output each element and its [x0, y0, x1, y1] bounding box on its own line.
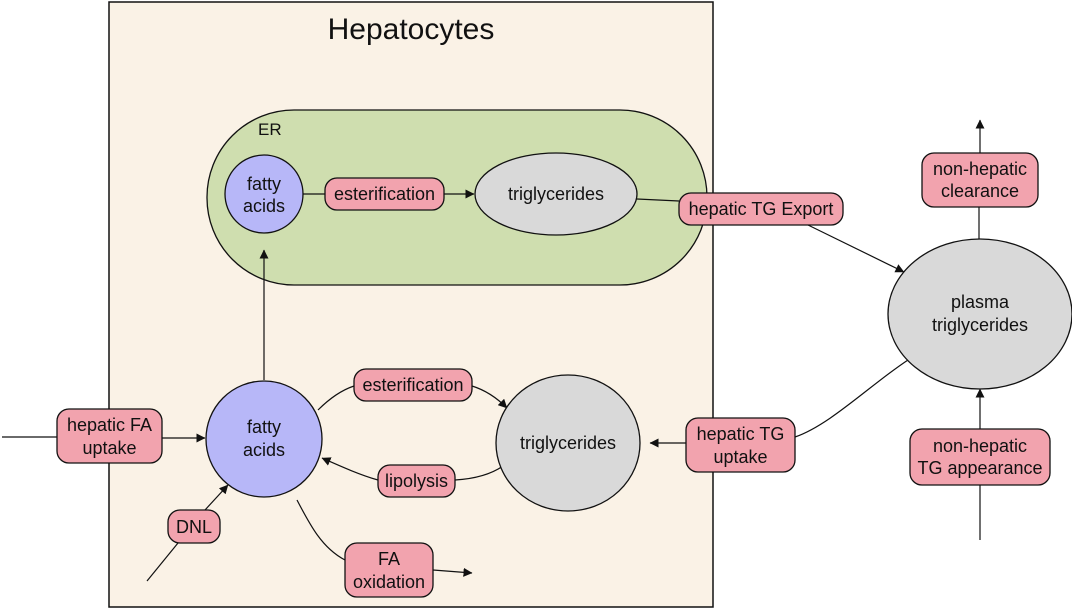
edge-dnl-in: [146, 542, 179, 582]
edge-fa-cyto-to-esterification: [317, 385, 355, 411]
hepatic-tg-uptake-label-2: uptake: [713, 447, 767, 467]
hepatocyte-compartment: [108, 1, 714, 608]
fatty-acids-cyto-label-2: acids: [243, 440, 285, 460]
triglycerides-er-label: triglycerides: [508, 184, 604, 204]
fa-oxidation-process: FA oxidation: [344, 542, 434, 598]
edge-esterification-to-tg-cyto: [471, 385, 508, 409]
esterification-cyto-label: esterification: [362, 375, 463, 395]
edge-oxidation-out: [432, 567, 473, 577]
dnl-label: DNL: [176, 517, 212, 537]
fatty-acids-cyto-node: fatty acids: [205, 380, 323, 498]
hepatic-tg-uptake-label-1: hepatic TG: [697, 424, 785, 444]
fatty-acids-er-node: fatty acids: [224, 154, 304, 234]
hepatic-fa-uptake-process: hepatic FA uptake: [56, 408, 163, 464]
non-hepatic-clearance-process: non-hepatic clearance: [921, 152, 1039, 208]
esterification-cyto-process: esterification: [353, 368, 473, 402]
edge-lipolysis-to-fa-cyto: [321, 457, 379, 481]
non-hepatic-tg-appearance-label-1: non-hepatic: [933, 436, 1027, 456]
edge-fa-cyto-to-oxidation: [296, 499, 346, 561]
edge-dnl-to-fa-cyto: [204, 484, 229, 511]
fatty-acids-er-label-1: fatty: [247, 174, 281, 194]
fa-oxidation-label-2: oxidation: [353, 572, 425, 592]
er-label: ER: [258, 120, 282, 139]
hepatic-tg-export-label: hepatic TG Export: [689, 199, 834, 219]
esterification-er-label: esterification: [334, 184, 435, 204]
plasma-triglycerides-label-1: plasma: [951, 292, 1010, 312]
lipolysis-label: lipolysis: [385, 471, 448, 491]
fatty-acids-er-label-2: acids: [243, 196, 285, 216]
triglycerides-cyto-node: triglycerides: [495, 374, 641, 512]
plasma-triglycerides-label-2: triglycerides: [932, 315, 1028, 335]
lipolysis-process: lipolysis: [377, 464, 456, 498]
non-hepatic-clearance-label-1: non-hepatic: [933, 159, 1027, 179]
triglycerides-cyto-label: triglycerides: [520, 433, 616, 453]
fa-oxidation-label-1: FA: [378, 549, 400, 569]
dnl-process: DNL: [167, 509, 221, 544]
edge-tg-cyto-to-lipolysis: [454, 465, 504, 481]
edge-plasma-to-tg-uptake: [794, 359, 909, 438]
edge-export-to-plasma: [807, 224, 905, 273]
hepatic-tg-export-process: hepatic TG Export: [678, 192, 844, 226]
fatty-acids-cyto-label-1: fatty: [247, 417, 281, 437]
esterification-er-process: esterification: [324, 177, 445, 211]
triglycerides-er-node: triglycerides: [474, 152, 638, 236]
plasma-triglycerides-node: plasma triglycerides: [887, 238, 1072, 390]
edge-tg-er-to-export: [636, 198, 680, 202]
non-hepatic-tg-appearance-process: non-hepatic TG appearance: [909, 428, 1051, 486]
non-hepatic-clearance-label-2: clearance: [941, 181, 1019, 201]
hepatic-tg-uptake-process: hepatic TG uptake: [685, 417, 796, 473]
hepatic-fa-uptake-label-1: hepatic FA: [67, 415, 152, 435]
hepatocytes-title: Hepatocytes: [328, 13, 495, 46]
hepatic-fa-uptake-label-2: uptake: [82, 438, 136, 458]
non-hepatic-tg-appearance-label-2: TG appearance: [917, 458, 1042, 478]
